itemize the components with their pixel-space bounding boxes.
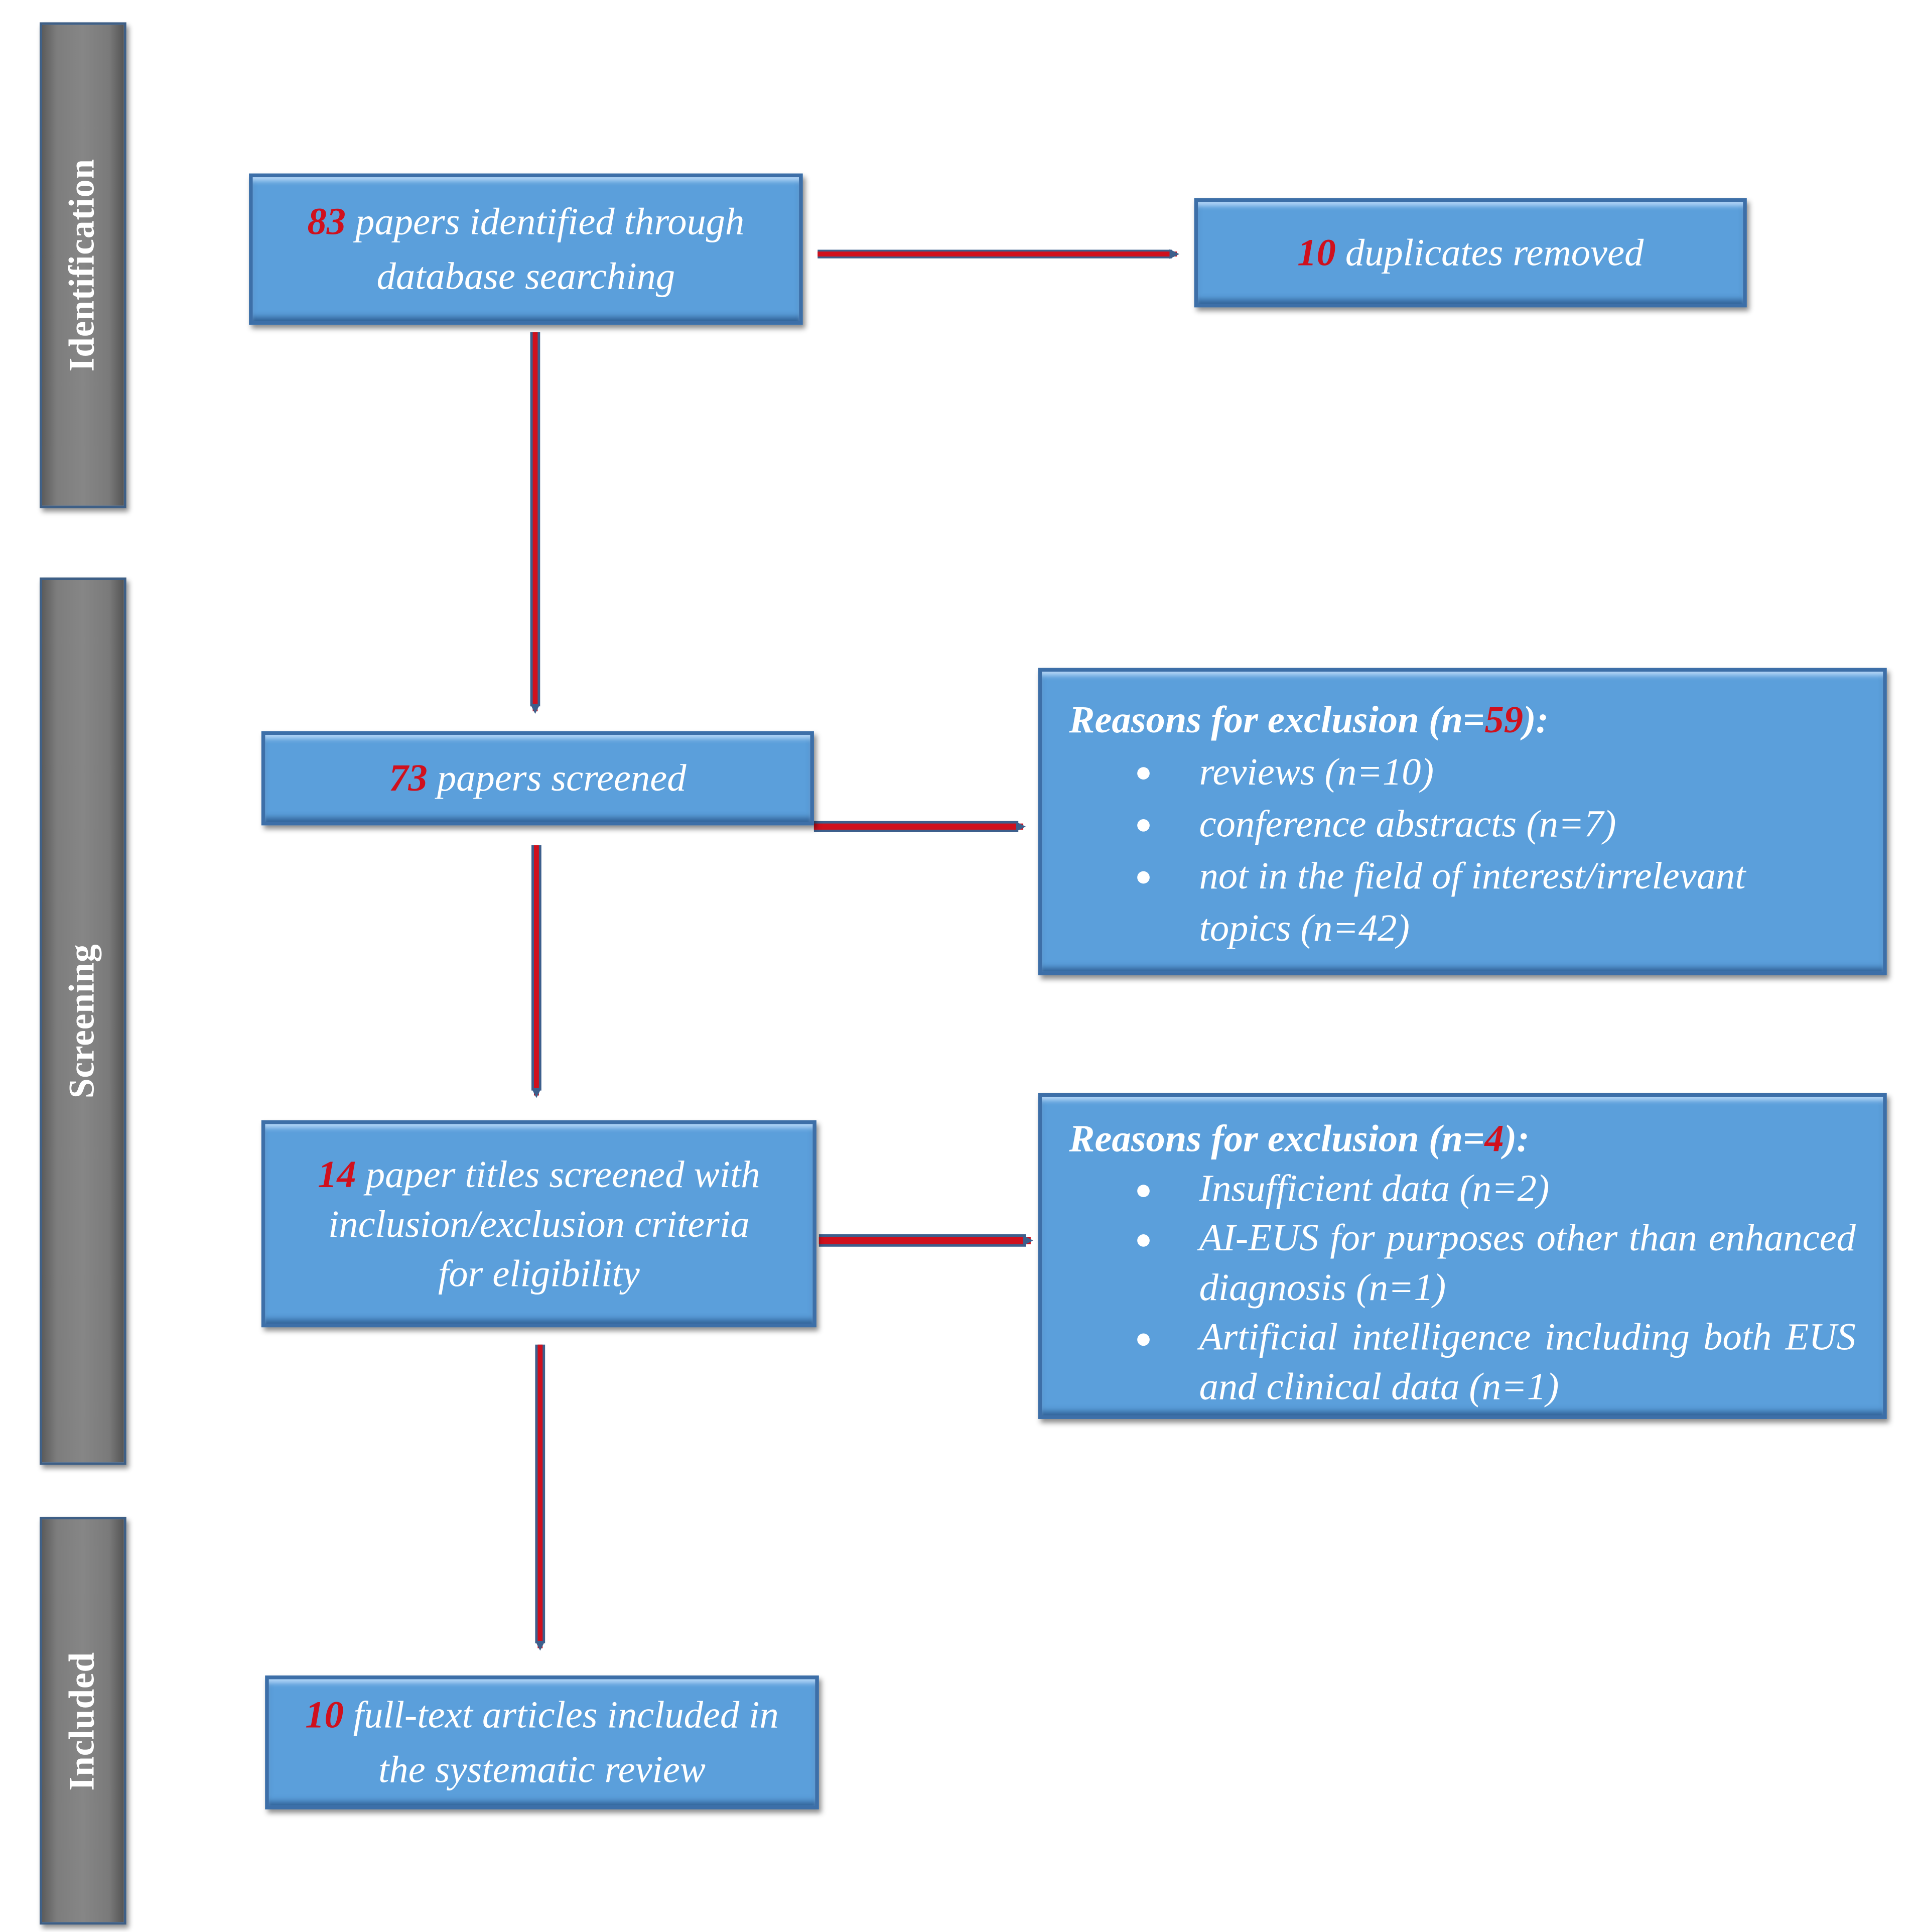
box-eligibility-text: 14 paper titles screened with inclusion/…: [315, 1149, 763, 1298]
list-item: Insufficient data (n=2): [1069, 1164, 1856, 1213]
box-identified-text: 83 papers identified through database se…: [275, 195, 777, 304]
duplicates-text: duplicates removed: [1335, 230, 1644, 274]
phase-identification-bar: Identification: [39, 22, 126, 508]
box-eligibility: 14 paper titles screened with inclusion/…: [261, 1120, 816, 1328]
exclusion2-list: Insufficient data (n=2) AI-EUS for purpo…: [1069, 1164, 1856, 1411]
box-screened-text: 73 papers screened: [265, 751, 810, 806]
exclusion1-title: Reasons for exclusion (n=59):: [1069, 697, 1549, 741]
screened-count: 73: [389, 756, 428, 800]
box-included-text: 10 full-text articles included in the sy…: [296, 1688, 788, 1797]
screened-text: papers screened: [427, 756, 687, 800]
included-text: full-text articles included in the syste…: [343, 1693, 779, 1791]
list-item: conference abstracts (n=7): [1069, 798, 1856, 850]
box-duplicates: 10 duplicates removed: [1194, 198, 1747, 308]
list-item: not in the field of interest/irrelevant …: [1069, 850, 1856, 954]
list-item: reviews (n=10): [1069, 746, 1856, 798]
exclusion1-list: reviews (n=10) conference abstracts (n=7…: [1069, 746, 1856, 954]
included-count: 10: [305, 1693, 344, 1736]
box-included: 10 full-text articles included in the sy…: [265, 1675, 819, 1810]
exclusion2-title: Reasons for exclusion (n=4):: [1069, 1116, 1530, 1160]
list-item: AI-EUS for purposes other than enhanced …: [1069, 1213, 1856, 1313]
exclusion1-count: 59: [1484, 697, 1524, 741]
phase-included-bar: Included: [39, 1516, 126, 1925]
phase-screening-bar: Screening: [39, 577, 126, 1465]
duplicates-count: 10: [1297, 230, 1336, 274]
eligibility-text: paper titles screened with inclusion/exc…: [328, 1151, 760, 1295]
eligibility-count: 14: [318, 1151, 356, 1196]
list-item: Artificial intelligence including both E…: [1069, 1313, 1856, 1412]
box-duplicates-text: 10 duplicates removed: [1198, 225, 1743, 280]
identified-text: papers identified through database searc…: [346, 199, 745, 298]
box-exclusion-reasons-2: Reasons for exclusion (n=4): Insufficien…: [1038, 1093, 1887, 1419]
box-identified: 83 papers identified through database se…: [249, 173, 803, 325]
box-screened: 73 papers screened: [261, 731, 814, 826]
identified-count: 83: [307, 199, 346, 243]
exclusion2-count: 4: [1484, 1116, 1504, 1160]
box-exclusion-reasons-1: Reasons for exclusion (n=59): reviews (n…: [1038, 668, 1887, 976]
